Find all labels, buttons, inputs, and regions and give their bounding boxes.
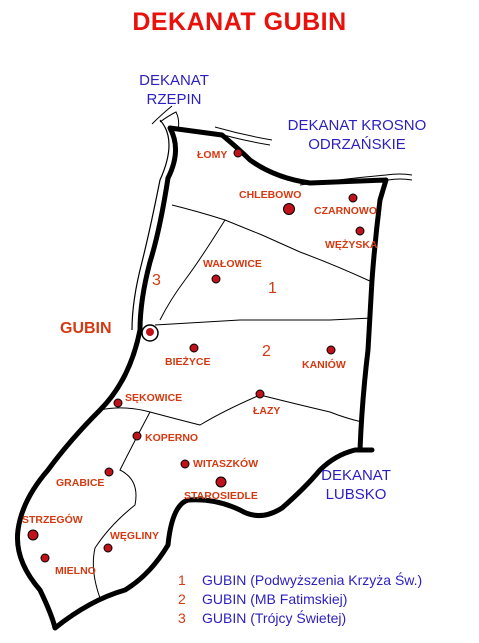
marker-lomy <box>233 148 243 158</box>
place-wezyska: WĘŻYSKA <box>325 239 378 251</box>
marker-chlebowo <box>283 203 295 215</box>
neighbor-lubsko-line1: DEKANAT <box>321 467 391 484</box>
place-biezyce: BIEŻYCE <box>165 356 211 368</box>
neighbor-krosno-line2: ODRZAŃSKIE <box>308 136 406 153</box>
neighbor-rzepin-line1: DEKANAT <box>139 72 209 89</box>
deanery-boundary <box>14 125 389 631</box>
place-starosiedle: STAROSIEDLE <box>184 490 258 502</box>
marker-koperno <box>132 431 142 441</box>
gubin-city-marker <box>141 324 159 342</box>
legend-text: GUBIN (Podwyższenia Krzyża Św.) <box>202 571 423 588</box>
marker-grabice <box>104 467 114 477</box>
place-mielno: MIELNO <box>55 565 96 577</box>
legend-row-1: 1 GUBIN (Podwyższenia Krzyża Św.) <box>178 570 422 589</box>
legend-row-2: 2 GUBIN (MB Fatimskiej) <box>178 589 422 608</box>
marker-walowice <box>211 274 221 284</box>
place-lomy: ŁOMY <box>197 149 228 161</box>
gubin-river-edge <box>131 119 170 331</box>
marker-wezyska <box>355 226 365 236</box>
neighbor-krosno: DEKANAT KROSNO ODRZAŃSKIE <box>282 116 432 154</box>
neighbor-lubsko: DEKANAT LUBSKO <box>308 466 404 504</box>
marker-strzegow <box>27 529 39 541</box>
marker-sekowice <box>113 398 123 408</box>
neighbor-rzepin-line2: RZEPIN <box>146 91 202 108</box>
map-title: DEKANAT GUBIN <box>132 8 347 36</box>
place-czarnowo: CZARNOWO <box>314 205 377 217</box>
legend-row-3: 3 GUBIN (Trójcy Świetej) <box>178 608 422 627</box>
legend-num: 3 <box>178 609 186 626</box>
legend: 1 GUBIN (Podwyższenia Krzyża Św.) 2 GUBI… <box>178 570 422 627</box>
zone-2: 2 <box>262 343 271 360</box>
place-sekowice: SĘKOWICE <box>125 392 183 404</box>
marker-lazy <box>255 389 265 399</box>
village-markers <box>27 148 365 563</box>
zone-1: 1 <box>268 280 277 297</box>
marker-starosiedle <box>215 476 227 488</box>
marker-biezyce <box>189 343 199 353</box>
place-kaniow: KANIÓW <box>302 359 346 371</box>
marker-kaniow <box>326 345 336 355</box>
place-lazy: ŁAZY <box>253 405 281 417</box>
legend-text: GUBIN (MB Fatimskiej) <box>202 590 348 607</box>
neighbor-lubsko-line2: LUBSKO <box>325 486 387 503</box>
marker-mielno <box>40 553 50 563</box>
legend-num: 2 <box>178 590 186 607</box>
legend-num: 1 <box>178 571 186 588</box>
place-strzegow: STRZEGÓW <box>22 514 83 526</box>
neighbor-krosno-line1: DEKANAT KROSNO <box>287 117 427 134</box>
marker-witaszkow <box>180 459 190 469</box>
place-witaszkow: WITASZKÓW <box>193 458 259 470</box>
place-wegliny: WĘGLINY <box>110 530 159 542</box>
legend-text: GUBIN (Trójcy Świetej) <box>202 609 347 626</box>
place-chlebowo: CHLEBOWO <box>239 189 302 201</box>
place-grabice: GRABICE <box>56 477 105 489</box>
marker-wegliny <box>103 543 113 553</box>
parish-divisions <box>92 204 373 599</box>
city-label-gubin: GUBIN <box>60 320 112 337</box>
marker-czarnowo <box>348 193 358 203</box>
place-walowice: WAŁOWICE <box>203 258 262 270</box>
zone-3: 3 <box>152 272 161 289</box>
neighbor-rzepin: DEKANAT RZEPIN <box>134 71 214 109</box>
place-koperno: KOPERNO <box>145 432 199 444</box>
